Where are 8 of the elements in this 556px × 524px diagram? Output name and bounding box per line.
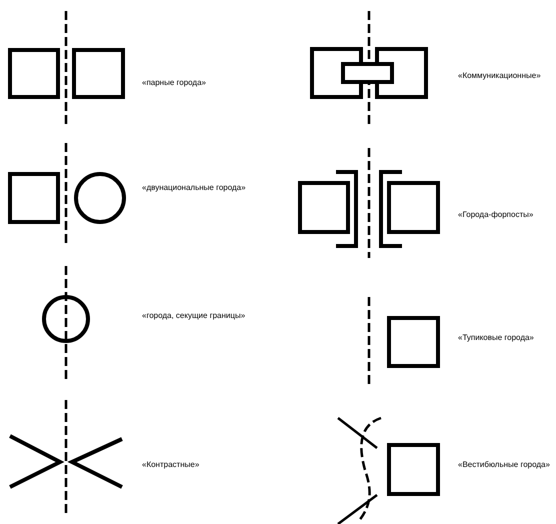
type-label: «Города-форпосты»: [458, 210, 534, 220]
type-label: «Коммуникационные»: [458, 71, 541, 81]
type-label: «двунациональные города»: [142, 183, 246, 193]
type-label: «города, секущие границы»: [142, 311, 246, 321]
type-label: «Тупиковые города»: [458, 333, 534, 343]
type-label: «парные города»: [142, 78, 206, 88]
type-label: «Контрастные»: [142, 460, 200, 470]
type-label: «Вестибюльные города»: [458, 460, 550, 470]
